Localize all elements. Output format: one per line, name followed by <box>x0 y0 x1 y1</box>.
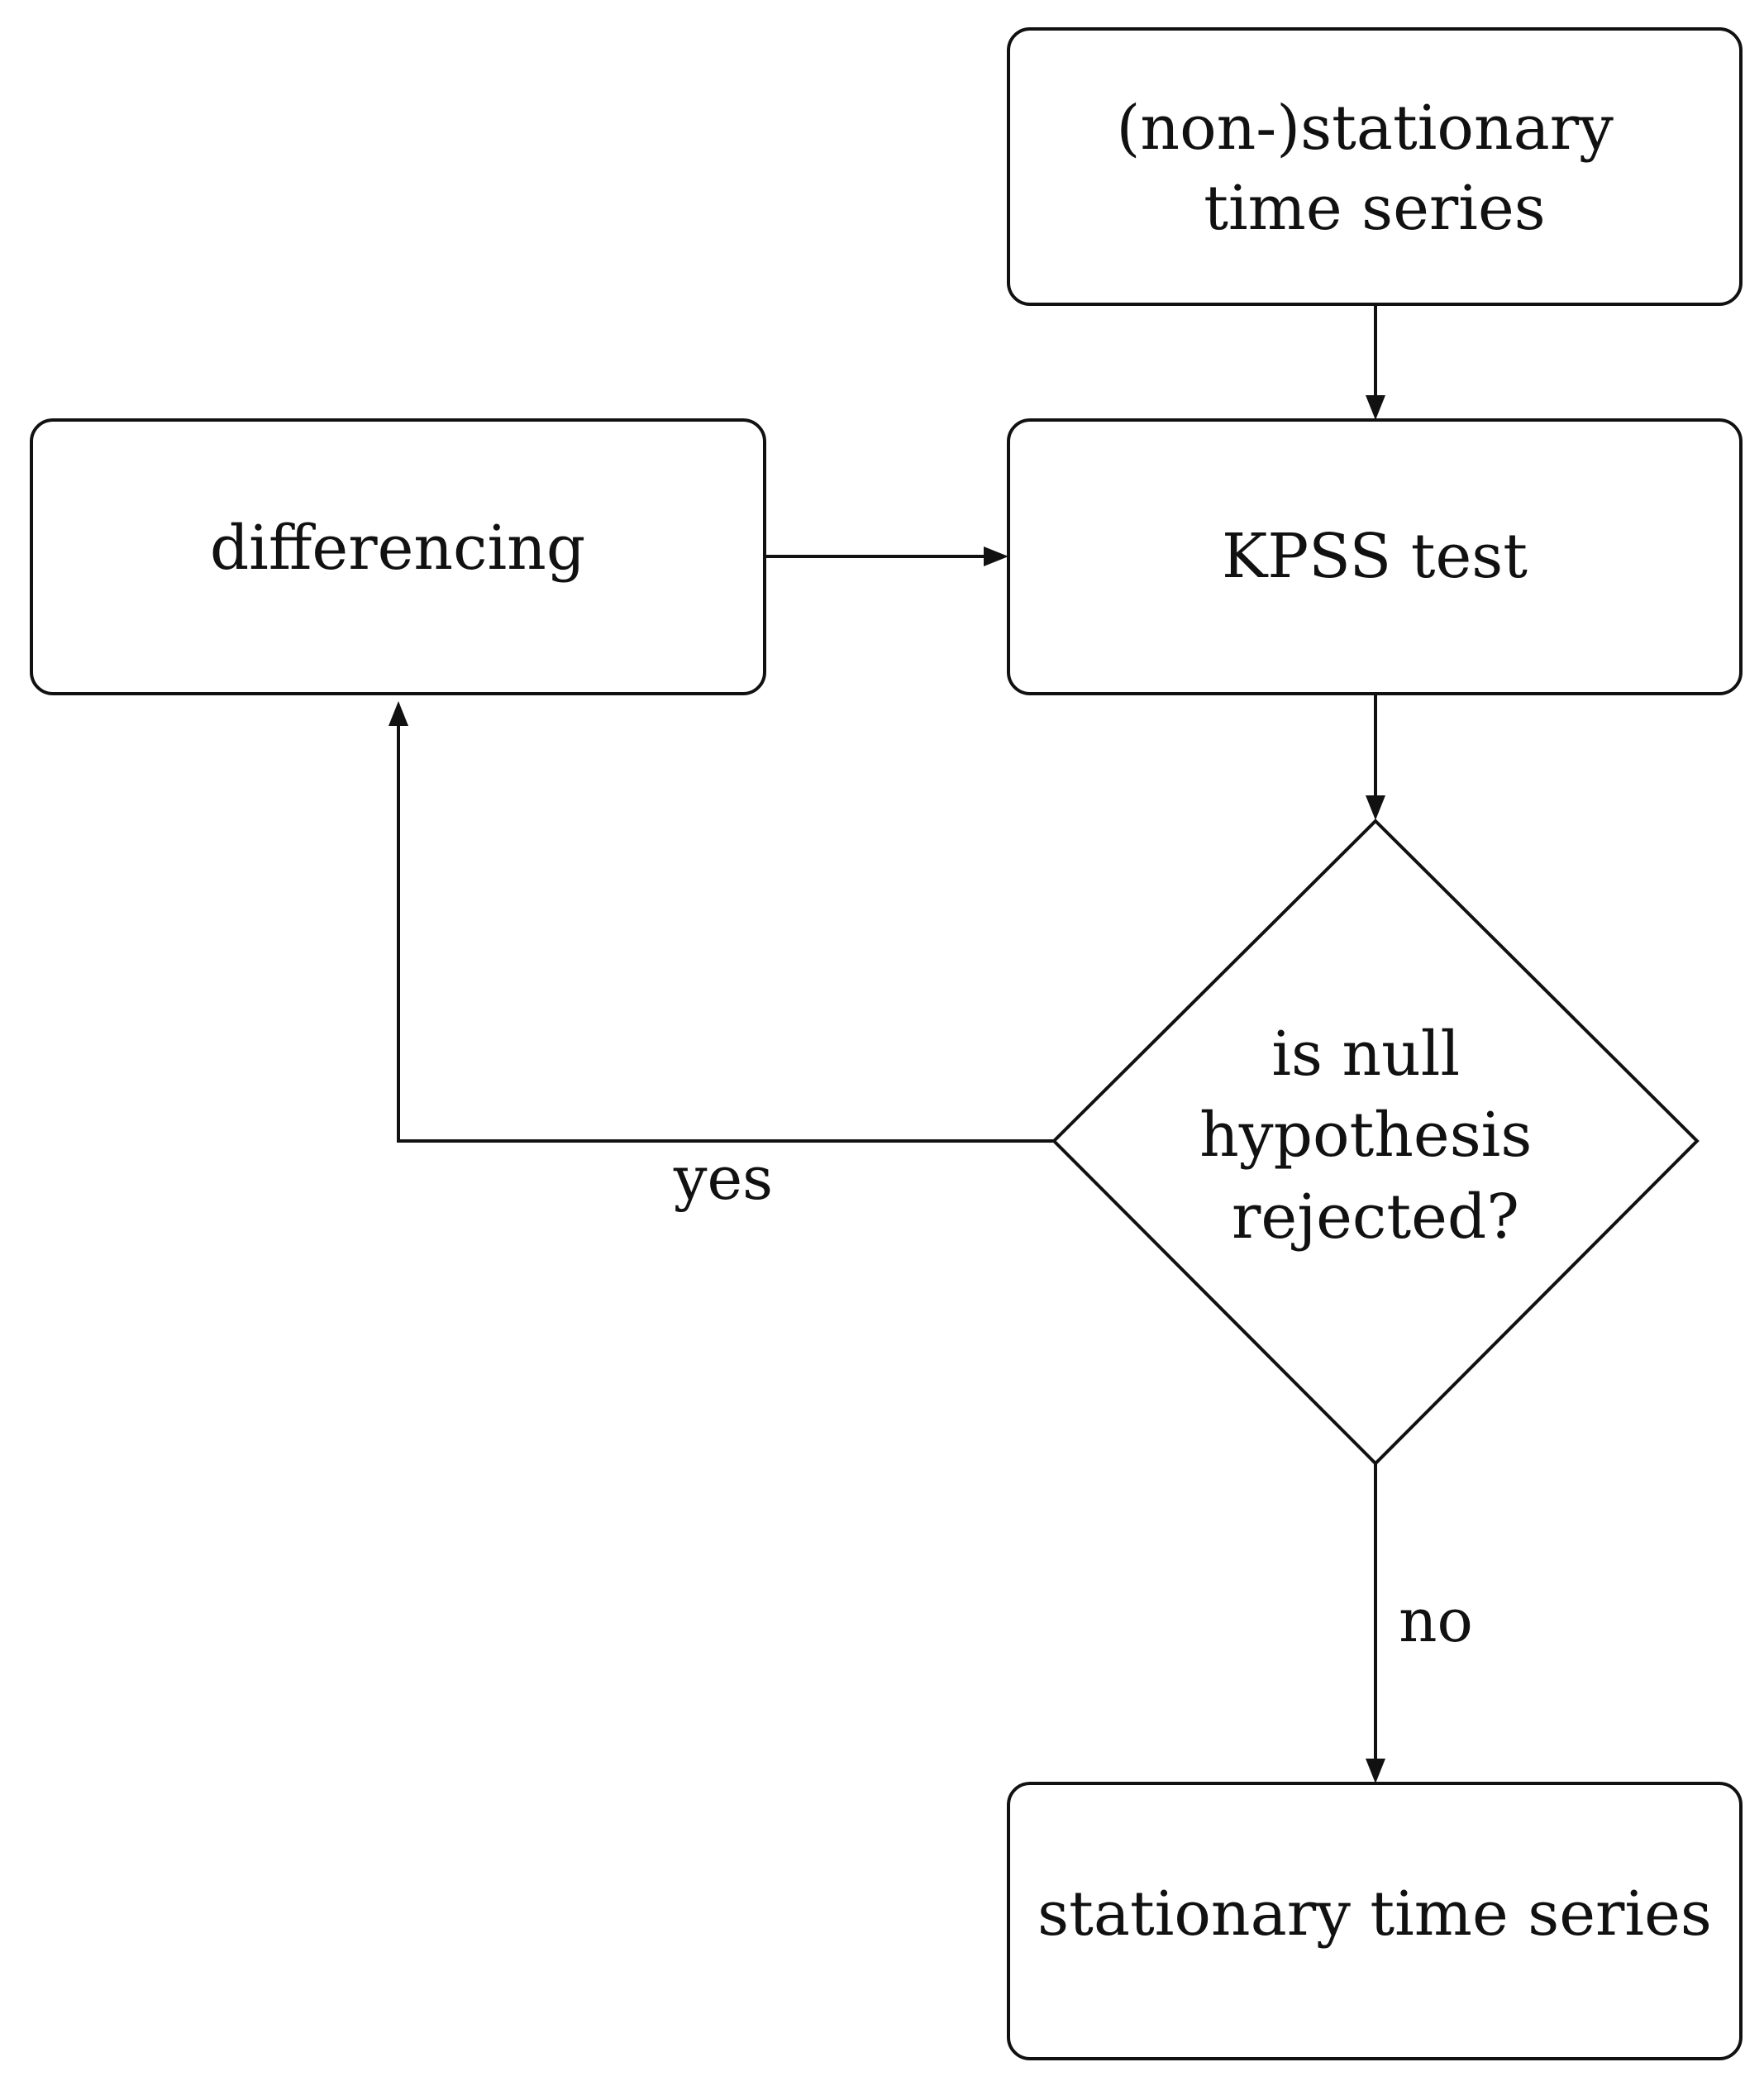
node-decision-line-3: rejected? <box>1232 1181 1519 1253</box>
node-output-series-label: stationary time series <box>1037 1878 1712 1950</box>
edge-input-to-kpss <box>1366 304 1385 420</box>
node-differencing-label: differencing <box>210 513 585 584</box>
edge-kpss-to-decision <box>1366 693 1385 820</box>
svg-text:differencing: differencing <box>210 513 585 584</box>
svg-text:is null hypothesis: is null hypothesis rejected? <box>1199 1019 1552 1253</box>
node-decision: is null hypothesis rejected? <box>1051 819 1700 1466</box>
node-input-series-line-2: time series <box>1204 173 1545 244</box>
edge-label-yes: yes <box>673 1143 773 1213</box>
node-differencing: differencing <box>30 418 766 695</box>
node-kpss-test-label: KPSS test <box>1222 521 1528 592</box>
node-input-series-line-1: (non-)stationary <box>1117 93 1614 164</box>
svg-text:(non-)stationary time se: (non-)stationary time series <box>1117 93 1633 244</box>
node-kpss-test: KPSS test <box>1007 418 1743 695</box>
edge-differencing-to-kpss <box>765 547 1008 566</box>
edge-label-no: no <box>1399 1586 1473 1655</box>
edge-decision-to-output <box>1366 1463 1385 1783</box>
node-decision-line-2: hypothesis <box>1199 1100 1532 1171</box>
svg-text:KPSS test: KPSS test <box>1222 521 1528 592</box>
node-output-series: stationary time series <box>1007 1782 1743 2060</box>
node-decision-line-1: is null <box>1271 1019 1460 1090</box>
node-input-series: (non-)stationary time series <box>1007 27 1743 306</box>
edge-decision-to-differencing <box>389 701 1054 1143</box>
svg-text:stationary time series: stationary time series <box>1037 1878 1712 1950</box>
